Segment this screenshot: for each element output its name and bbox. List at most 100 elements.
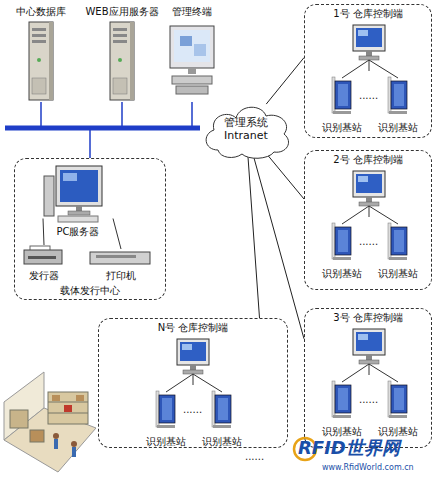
desktop-unit <box>172 76 212 84</box>
reader-node: 识别基站 <box>319 377 365 437</box>
reader-node: 识别基站 <box>319 219 365 279</box>
cloud-label: 管理系统 Intranet <box>216 116 276 142</box>
keyboard <box>58 216 98 222</box>
node-label: 识别基站 <box>369 122 427 133</box>
network-link <box>266 58 304 104</box>
warehouse-group: 3号 仓库控制端识别基站识别基站 <box>304 308 432 448</box>
connector-line <box>41 102 198 128</box>
ellipsis-dots: ...... <box>245 451 264 463</box>
warehouse-equipment <box>332 329 407 418</box>
drive-bay <box>32 34 46 37</box>
printer-node: 打印机 <box>87 249 155 281</box>
warehouse-equipment <box>332 171 407 260</box>
network-link <box>248 157 259 318</box>
group-title: 3号 仓库控制端 <box>299 312 436 323</box>
warehouse-group: 2号 仓库控制端识别基站识别基站 <box>304 150 432 290</box>
worker-figure <box>72 447 76 457</box>
node-label: 发行器 <box>15 270 73 281</box>
monitor-stand <box>76 206 82 211</box>
server-tower <box>29 22 53 100</box>
monitor-base <box>68 211 90 215</box>
issuer-node: 发行器 <box>21 245 67 281</box>
screen-highlight <box>63 173 77 181</box>
node-label: 中心数据库 <box>0 6 83 17</box>
worker-figure <box>54 439 58 449</box>
network-link <box>254 157 304 339</box>
worker-figure <box>71 441 77 447</box>
drive-bay <box>32 40 46 43</box>
shelf-line <box>48 413 88 414</box>
node-label: 识别基站 <box>369 426 427 437</box>
power-led <box>118 58 122 62</box>
database-server-icon <box>29 22 53 100</box>
cargo-box <box>30 430 44 442</box>
cargo-box <box>52 395 60 401</box>
warehouse-group: N号 仓库控制端识别基站识别基站 <box>98 318 288 448</box>
reader-node: 识别基站 <box>199 387 245 447</box>
server-node: WEB应用服务器 <box>80 6 164 102</box>
server-node: 中心数据库 <box>5 6 77 102</box>
monitor-frame <box>56 166 102 206</box>
ellipsis-dots: ...... <box>183 404 202 416</box>
server-tower <box>110 22 134 100</box>
node-label: 识别基站 <box>193 436 251 447</box>
group-title: N号 仓库控制端 <box>93 322 293 333</box>
warehouse-illustration <box>4 372 96 472</box>
network-link <box>267 154 304 199</box>
ellipsis-dots: ...... <box>359 90 378 102</box>
drive-bay <box>32 28 46 31</box>
shelf <box>48 392 88 424</box>
web-server-icon <box>110 22 134 100</box>
reader-node: 识别基站 <box>143 387 189 447</box>
printer-body <box>90 252 150 264</box>
drive-bay <box>113 28 127 31</box>
watermark-logo: RFID世界网 <box>298 438 400 458</box>
monitor-frame <box>170 26 214 68</box>
pc-tower <box>44 176 54 216</box>
reader-node: 识别基站 <box>375 377 421 437</box>
warehouse-group: 1号 仓库控制端识别基站识别基站 <box>304 4 432 138</box>
node-label: 打印机 <box>81 270 161 281</box>
group-title: 1号 仓库控制端 <box>299 8 436 19</box>
cargo-box <box>64 405 72 412</box>
node-label: PC服务器 <box>37 226 119 237</box>
group-title: 载体发行中心 <box>9 285 171 296</box>
connector-line <box>90 128 198 158</box>
reader-node: 识别基站 <box>375 73 421 133</box>
node-label: WEB应用服务器 <box>74 6 170 17</box>
ellipsis-dots: ...... <box>359 394 378 406</box>
screen-window <box>194 44 206 56</box>
issuing-center-group: 载体发行中心PC服务器发行器打印机 <box>14 158 166 300</box>
connector-line <box>122 102 198 128</box>
worker-figure <box>53 433 59 439</box>
cargo-stack <box>10 410 28 428</box>
node-label: 识别基站 <box>369 268 427 279</box>
connector-line <box>43 219 44 246</box>
screen-window <box>180 36 192 46</box>
server-vent <box>32 78 46 94</box>
warehouse-equipment <box>156 339 231 428</box>
server-vent <box>113 78 127 94</box>
monitor-screen <box>174 30 210 62</box>
cargo-box <box>76 395 84 401</box>
pc-server-node: PC服务器 <box>43 163 113 237</box>
group-title: 2号 仓库控制端 <box>299 154 436 165</box>
issuer-slot <box>28 256 56 259</box>
printer-slot <box>96 255 136 258</box>
ellipsis-dots: ...... <box>359 236 378 248</box>
monitor-screen <box>60 170 98 202</box>
connector-line <box>192 102 198 128</box>
reader-node: 识别基站 <box>319 73 365 133</box>
server-side <box>130 22 134 100</box>
connector-line <box>113 219 121 250</box>
server-side <box>49 22 53 100</box>
node-label: 识别基站 <box>313 426 371 437</box>
node-label: 识别基站 <box>313 268 371 279</box>
node-label: 识别基站 <box>313 122 371 133</box>
issuer-body <box>24 250 62 264</box>
node-label: 管理终端 <box>160 6 224 17</box>
warehouse-equipment <box>332 25 407 114</box>
watermark-url: www.RfidWorld.com.cn <box>322 463 414 473</box>
network-cloud: 管理系统 Intranet <box>198 96 294 162</box>
